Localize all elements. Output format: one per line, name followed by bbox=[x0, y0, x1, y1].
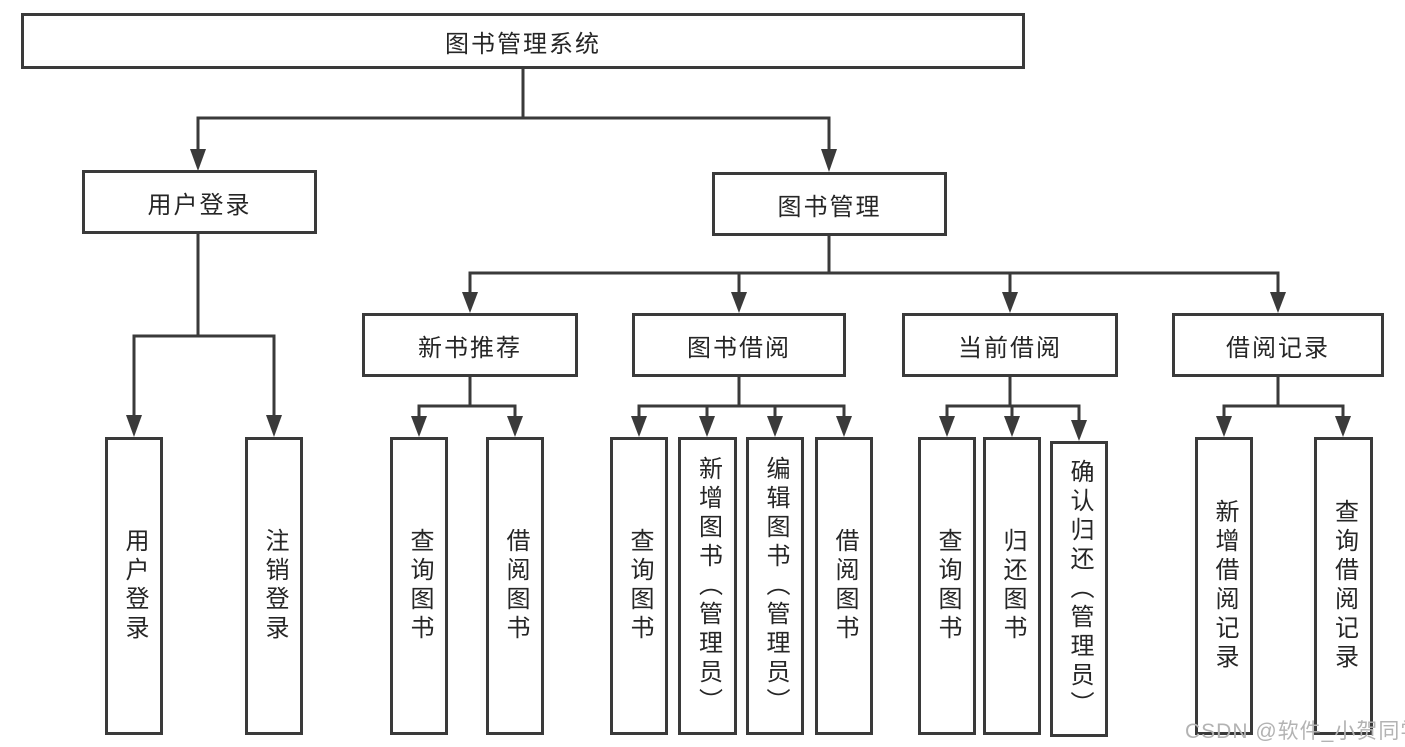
csdn-watermark: CSDN @软件_小贺同学 bbox=[1185, 720, 1405, 743]
leaf-logout: 注销登录 bbox=[245, 437, 303, 735]
leaf-borrow-books: 借阅图书 bbox=[815, 437, 873, 735]
node-root-system: 图书管理系统 bbox=[21, 13, 1025, 69]
leaf-query-borrowing-record: 查询借阅记录 bbox=[1314, 437, 1373, 735]
node-new-book-recommendation: 新书推荐 bbox=[362, 313, 578, 377]
leaf-query-books-current: 查询图书 bbox=[918, 437, 976, 735]
node-borrowing-records: 借阅记录 bbox=[1172, 313, 1384, 377]
node-book-borrowing: 图书借阅 bbox=[632, 313, 846, 377]
leaf-borrow-books-recommendation: 借阅图书 bbox=[486, 437, 544, 735]
arrowheads bbox=[126, 149, 1351, 441]
leaf-query-books-borrowing: 查询图书 bbox=[610, 437, 668, 735]
leaf-add-borrowing-record: 新增借阅记录 bbox=[1195, 437, 1253, 735]
leaf-query-books-recommendation: 查询图书 bbox=[390, 437, 448, 735]
leaf-confirm-return-admin: 确认归还（管理员） bbox=[1050, 441, 1108, 737]
node-current-borrowing: 当前借阅 bbox=[902, 313, 1118, 377]
leaf-edit-books-admin: 编辑图书（管理员） bbox=[746, 437, 804, 735]
node-book-management: 图书管理 bbox=[712, 172, 947, 236]
leaf-add-books-admin: 新增图书（管理员） bbox=[678, 437, 737, 735]
leaf-user-login: 用户登录 bbox=[105, 437, 163, 735]
leaf-return-books: 归还图书 bbox=[983, 437, 1041, 735]
node-user-login: 用户登录 bbox=[82, 170, 317, 234]
